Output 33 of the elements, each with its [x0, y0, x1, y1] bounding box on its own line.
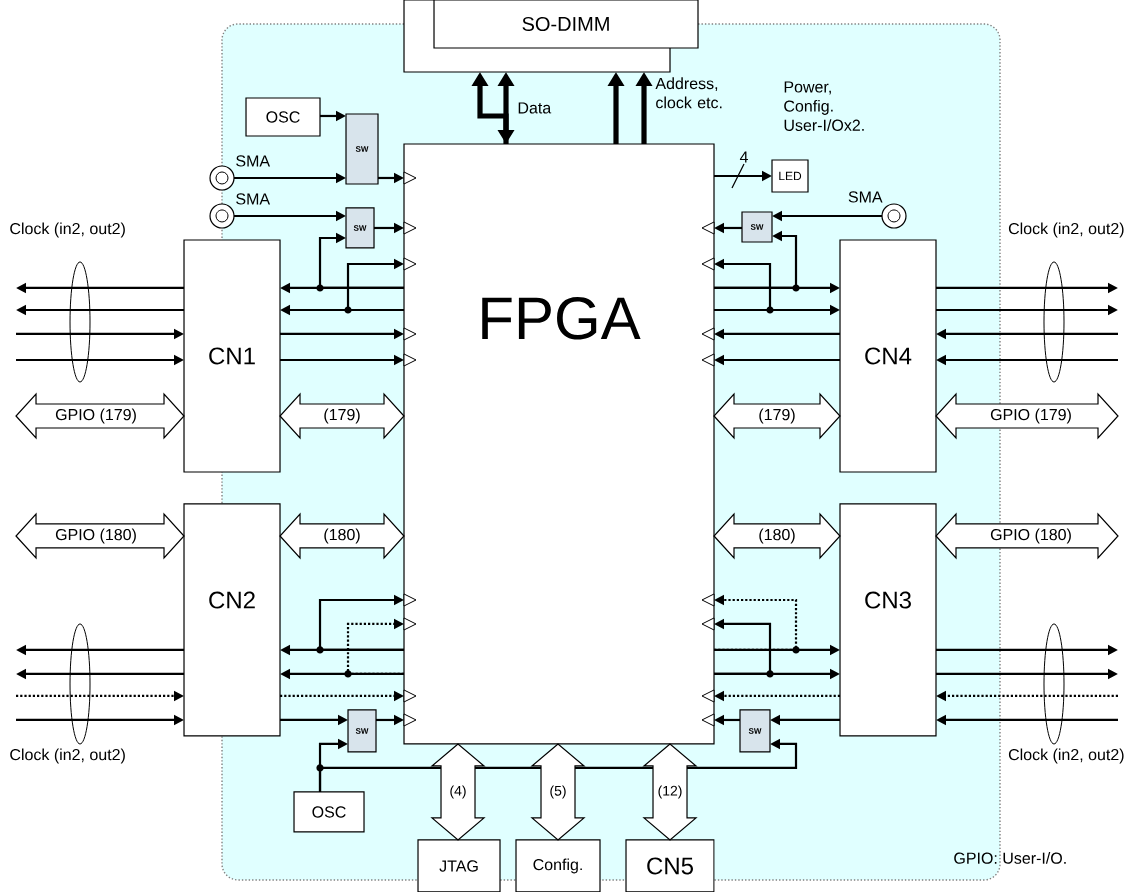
connector-box: CN2 — [183, 503, 281, 737]
arrow — [346, 258, 404, 312]
connector-box: CN1 — [183, 239, 281, 473]
note-text: Clock (in2, out2) — [10, 748, 125, 764]
edge-label: 4 — [739, 151, 748, 163]
memory-module-box: SO-DIMM — [403, 0, 699, 73]
sma-connector: SMA — [209, 193, 271, 229]
note-text: Power, Config. User-I/Ox2. — [784, 81, 864, 131]
edge-label: Address, clock etc. — [655, 77, 722, 109]
connector-box: CN4 — [839, 239, 937, 473]
sma-connector: SMA — [848, 191, 907, 229]
edge-label: Data — [518, 102, 552, 114]
node-label: SMA — [848, 191, 883, 203]
bus-arrow — [530, 743, 586, 841]
connector-box: CN3 — [839, 503, 937, 737]
note-text: GPIO: User-I/O. — [954, 852, 1066, 864]
oscillator-box: OSC — [245, 97, 321, 137]
node-label: SMA — [236, 193, 271, 205]
connector-box: CN5 — [625, 839, 715, 892]
connector-box: JTAG — [417, 839, 501, 892]
connector-box: Config. — [515, 839, 601, 892]
chip-box: FPGA — [403, 143, 715, 745]
note-text: Clock (in2, out2) — [10, 222, 125, 238]
note-text: Clock (in2, out2) — [1008, 222, 1124, 238]
sma-connector: SMA — [209, 155, 271, 191]
bus-arrow — [430, 743, 486, 841]
oscillator-box: OSC — [293, 791, 365, 833]
bus-arrow — [642, 743, 698, 841]
node-label: SMA — [236, 155, 271, 167]
arrow — [318, 594, 404, 652]
arrow — [318, 232, 404, 290]
arrow — [346, 618, 404, 676]
note-text: Clock (in2, out2) — [1008, 748, 1124, 764]
